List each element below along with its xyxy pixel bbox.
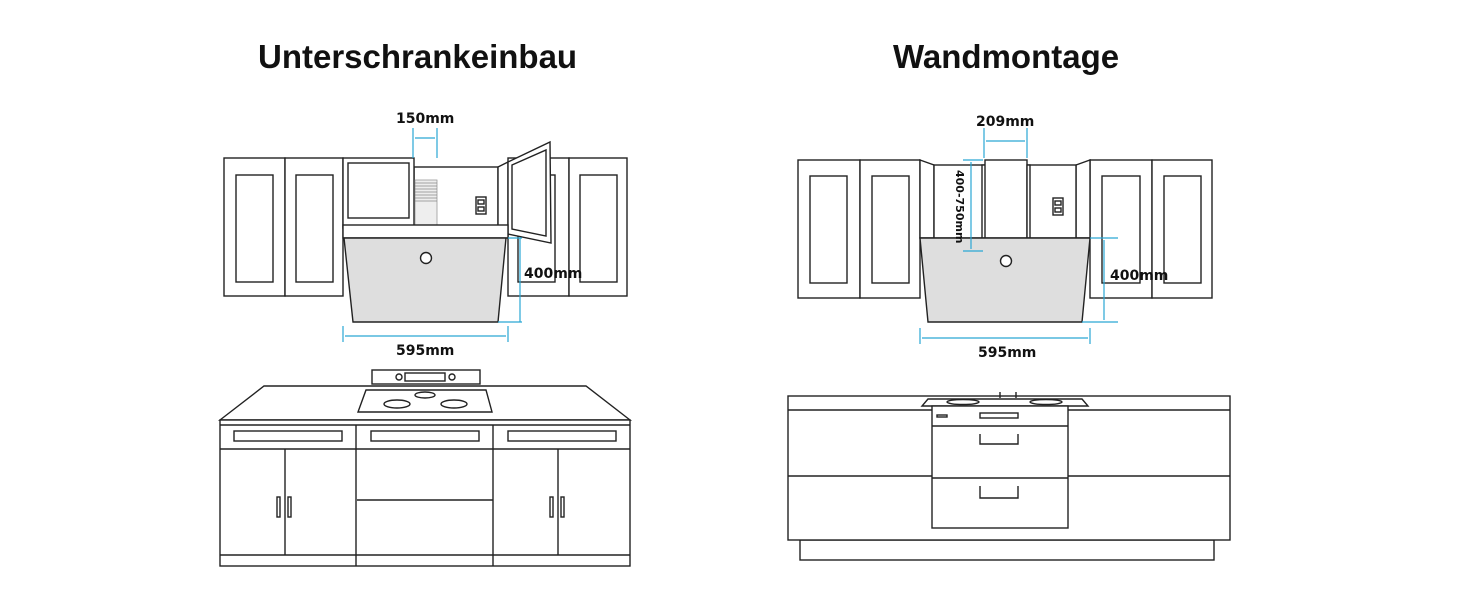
open-cabinet-door	[497, 140, 552, 244]
right-title: Wandmontage	[893, 38, 1120, 75]
duct-pipe-icon	[414, 179, 438, 227]
power-socket-icon	[475, 196, 487, 215]
left-kitchen-island	[217, 369, 633, 567]
right-kitchen-base	[787, 392, 1231, 561]
left-dimensions	[342, 128, 522, 342]
right-chimney	[981, 159, 1031, 239]
left-hood-width-label: 595mm	[396, 343, 454, 359]
left-title: Unterschrankeinbau	[258, 38, 578, 75]
right-chimney-width-label: 209mm	[976, 114, 1034, 130]
power-socket-icon	[1052, 197, 1064, 216]
right-chimney-height-label: 400-750mm	[953, 170, 966, 243]
left-hood-height-label: 400mm	[524, 266, 582, 282]
right-hood-height-label: 400mm	[1110, 268, 1168, 284]
right-hood-width-label: 595mm	[978, 345, 1036, 361]
right-range-hood	[919, 237, 1091, 323]
left-range-hood	[342, 224, 509, 323]
left-duct-width-label: 150mm	[396, 111, 454, 127]
right-dimensions	[919, 128, 1118, 344]
